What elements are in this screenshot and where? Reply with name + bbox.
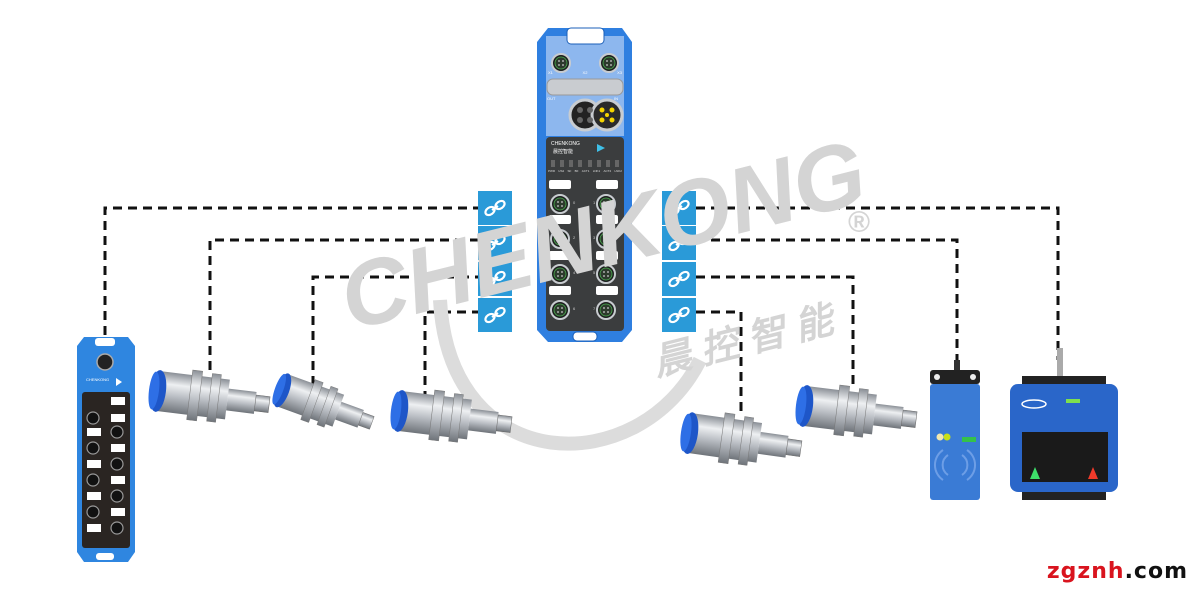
led-label: PWR	[548, 169, 555, 173]
port-7	[596, 300, 616, 320]
mount-hole-bottom	[572, 331, 598, 342]
port-x2-cover	[546, 78, 624, 96]
line-rfid-antenna	[696, 238, 959, 370]
label-x3: X3	[617, 70, 622, 75]
site-tld: .com	[1124, 559, 1188, 584]
top-port-labels: X1 X2 X3	[548, 70, 622, 75]
left-module-brand: CHENKONG	[86, 377, 110, 382]
mount-hole-top	[566, 27, 605, 45]
led-label: ACT1	[581, 169, 590, 173]
connection-lines	[103, 206, 1060, 415]
line-sensor-2	[311, 275, 478, 385]
port-number: 2	[573, 235, 576, 240]
label-out: OUT	[547, 96, 556, 101]
port-number: 6	[573, 306, 576, 311]
led-label: SF	[567, 169, 572, 173]
port-number: 5	[593, 270, 596, 275]
rfid-reader-device	[1010, 348, 1118, 500]
port-number: 0	[573, 200, 576, 205]
left-io-module	[77, 337, 135, 562]
line-sensor-5	[696, 275, 855, 390]
status-leds	[551, 160, 619, 167]
proximity-sensor-4	[677, 406, 805, 474]
line-left-module	[103, 206, 478, 335]
label-x1: X1	[548, 70, 553, 75]
proximity-sensor-3	[387, 384, 515, 450]
port-number: 4	[573, 270, 576, 275]
led-label: ACT2	[603, 169, 612, 173]
proximity-sensor-1	[145, 364, 273, 430]
site-watermark: zgznh.com	[1047, 559, 1188, 584]
line-sensor-1	[208, 238, 478, 370]
led-label: BF	[574, 169, 579, 173]
port-number: 3	[593, 235, 596, 240]
line-rfid-reader	[696, 206, 1060, 360]
watermark-registered: ®	[848, 206, 871, 239]
hub-brand: CHENKONG	[551, 141, 580, 147]
label-in: IN	[614, 96, 618, 101]
proximity-sensor-2	[267, 367, 380, 444]
port-number: 7	[593, 306, 596, 311]
proximity-sensor-5	[792, 379, 920, 445]
rfid-antenna-device	[930, 360, 980, 500]
led-label: US2	[558, 169, 565, 173]
led-label: LNK1	[592, 169, 601, 173]
line-sensor-4	[696, 310, 743, 415]
site-name: zgznh	[1046, 559, 1125, 584]
port-6	[550, 300, 570, 320]
label-x2: X2	[582, 70, 588, 75]
port-number: 1	[593, 200, 596, 205]
line-sensor-3	[423, 310, 478, 400]
led-label: LNK2	[614, 169, 622, 173]
led-labels: PWR US2 SF BF ACT1 LNK1 ACT2 LNK2	[548, 169, 622, 173]
watermark-swoosh	[433, 299, 707, 451]
label-plates	[549, 180, 618, 295]
hub-brand-cn: 晨控智能	[553, 149, 574, 155]
